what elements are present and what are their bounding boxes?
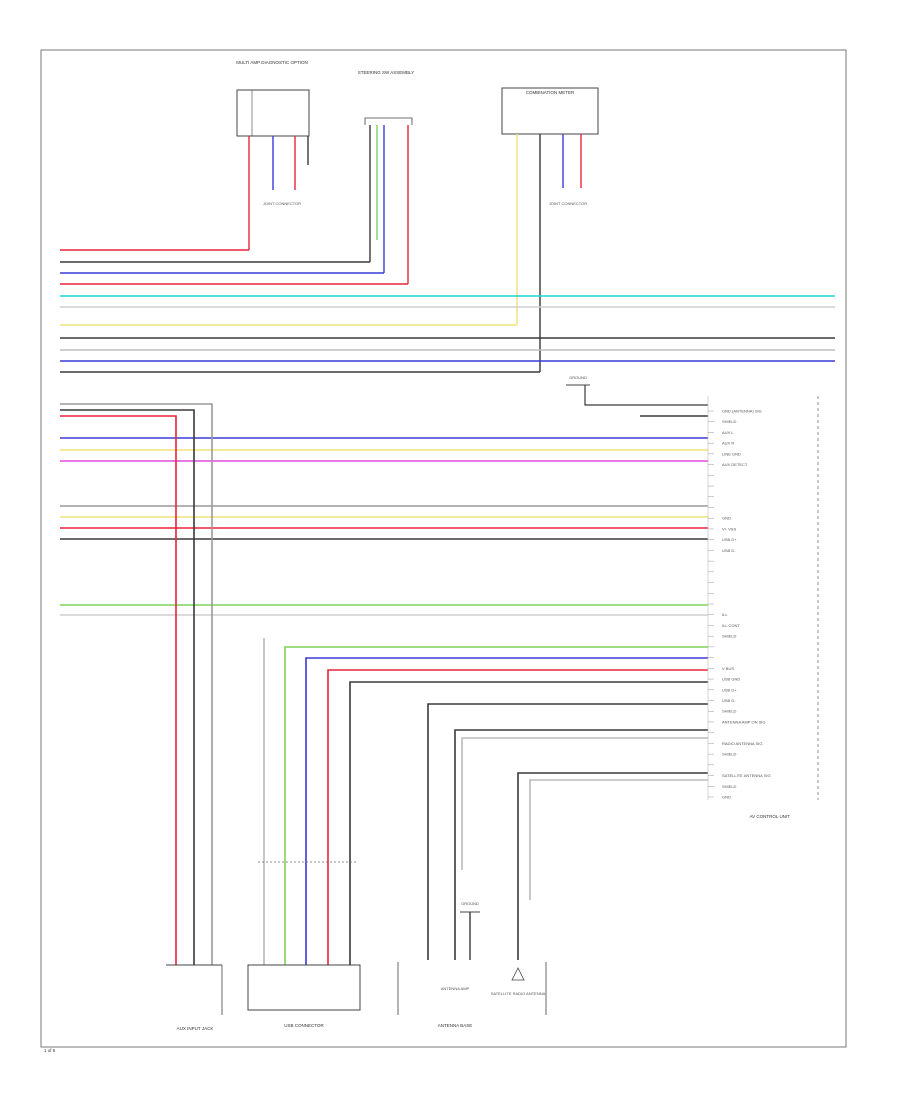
antenna-base-label: ANTENNA BASE: [438, 1023, 473, 1028]
page-number: 1 of 6: [44, 1048, 56, 1053]
av-pin-label: ILL CONT: [722, 623, 740, 628]
av-pin-label: USB GND: [722, 677, 740, 682]
av-pin-label: SHIELD: [722, 709, 737, 714]
top-vertical-wires: [248, 125, 582, 372]
steering-switch-label: STEERING SW ASSEMBLY: [358, 70, 414, 75]
ground-top-label: GROUND: [569, 375, 587, 380]
av-pin-label: GND: [722, 795, 731, 800]
top-bus-wires: [60, 249, 835, 373]
av-harness-wires: [60, 403, 708, 616]
diagram-frame: [40, 49, 847, 1048]
av-pin-label: ANTENNA AMP ON SIG: [722, 719, 766, 724]
av-pin-label: SHIELD: [722, 634, 737, 639]
ground-top-symbol: GROUND: [566, 375, 708, 406]
joint-connector-1-label: JOINT CONNECTOR: [263, 201, 301, 206]
combination-meter-label: COMBINATION METER: [526, 90, 575, 95]
av-pin-label: SATELLITE ANTENNA SIG: [722, 773, 771, 778]
av-pin-label: AUX R: [722, 441, 734, 446]
av-pin-label: GND (ANTENNA) SIG: [722, 409, 762, 414]
av-pin-label: LINE GND: [722, 451, 741, 456]
av-pin-label: USB D+: [722, 537, 737, 542]
aux-jack-wires: [168, 403, 213, 965]
usb-wires: [258, 638, 708, 965]
av-pin-label: USB D+: [722, 687, 737, 692]
joint-connector-2-label: JOINT CONNECTOR: [549, 201, 587, 206]
selector-switch-label: MULTI AMP DIAGNOSTIC OPTION: [236, 60, 308, 65]
av-pin-label: SHIELD: [722, 752, 737, 757]
av-control-unit-label: AV CONTROL UNIT: [749, 814, 790, 819]
av-pin-label: RADIO ANTENNA SIG: [722, 741, 762, 746]
ground-mid-label: GROUND: [461, 901, 479, 906]
av-pin-label: GND: [722, 516, 731, 521]
av-pin-label: USB D-: [722, 698, 736, 703]
usb-connector-component: USB CONNECTOR: [247, 964, 361, 1028]
ground-mid-symbol: GROUND: [460, 901, 480, 960]
av-control-unit: AV CONTROL UNIT GND (ANTENNA) SIG SHIELD A…: [707, 396, 819, 819]
satellite-antenna-icon: [511, 967, 525, 981]
antenna-amp-label: ANTENNA AMP: [441, 986, 470, 991]
av-pin-labels: GND (ANTENNA) SIG SHIELD AUX L AUX R LINE GN…: [708, 409, 771, 800]
usb-connector-label: USB CONNECTOR: [284, 1023, 324, 1028]
av-pin-label: ILL: [722, 612, 728, 617]
antenna-wires: [427, 703, 708, 960]
combination-meter-component: COMBINATION METER: [501, 87, 599, 135]
av-pin-label: SHIELD: [722, 419, 737, 424]
selector-switch-component: MULTI AMP DIAGNOSTIC OPTION: [236, 60, 310, 137]
satellite-radio-antenna-label: SATELLITE RADIO ANTENNA: [491, 991, 546, 996]
av-pin-label: AUX L: [722, 430, 734, 435]
av-pin-label: USB D-: [722, 548, 736, 553]
av-pin-label: V+ VSS: [722, 526, 736, 531]
antenna-base-component: ANTENNA BASE ANTENNA AMP SATELLITE RADIO…: [397, 962, 547, 1028]
steering-switch-component: STEERING SW ASSEMBLY: [358, 70, 414, 125]
av-pin-label: AUX DETECT: [722, 462, 748, 467]
av-pin-label: V BUS: [722, 666, 734, 671]
aux-input-jack-label: AUX INPUT JACK: [177, 1026, 214, 1031]
av-pin-label: SHIELD: [722, 784, 737, 789]
aux-input-jack-component: AUX INPUT JACK: [166, 964, 223, 1031]
